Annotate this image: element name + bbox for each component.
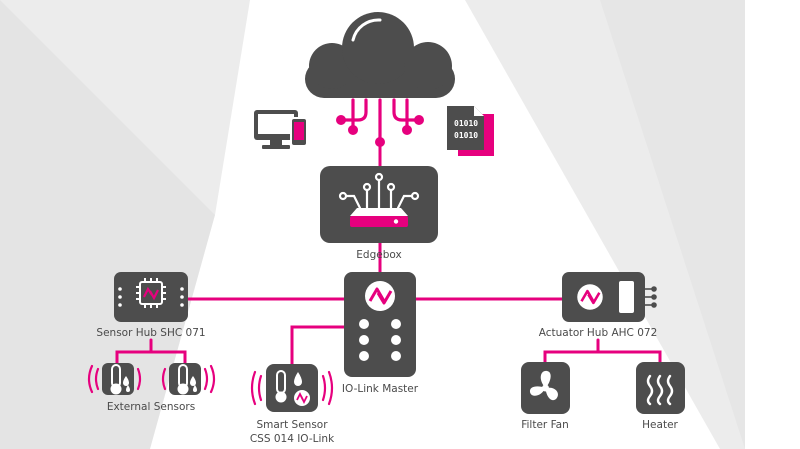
external-sensor-2[interactable] [169,363,201,396]
sensor-hub-node[interactable] [114,272,188,322]
smart-sensor-node[interactable] [266,364,318,412]
signal-waves-icon [250,370,334,406]
heater-label: Heater [642,419,678,431]
cloud-connector-dots [336,115,424,147]
port-dots [359,319,401,361]
signal-waves-icon [87,364,216,394]
actuator-hub-node[interactable] [562,272,645,322]
router-network-icon [338,172,420,210]
file-bits-line-1: 01010 [454,119,478,128]
fan-icon [529,370,558,401]
thermometer-droplet-icon [275,370,302,403]
io-link-icon [294,390,310,406]
file-bits-line-2: 01010 [454,131,478,140]
side-connector-dots [118,287,184,307]
external-sensor-1[interactable] [102,363,134,396]
filter-fan-label: Filter Fan [521,419,569,431]
actuator-connector-icon [645,286,657,308]
external-sensors-label: External Sensors [107,401,195,413]
io-link-icon [575,282,605,312]
edgebox-node[interactable] [320,166,438,243]
iolink-master-node[interactable] [344,272,416,377]
filter-fan-node[interactable] [521,362,570,414]
io-link-icon [363,279,397,313]
cloud-connector-icon [342,98,418,142]
smart-sensor-label-line2: CSS 014 IO-Link [250,433,335,445]
heater-node[interactable] [636,362,685,414]
heat-waves-icon [646,374,674,406]
computer-phone-icon [254,110,308,149]
sensor-hub-label: Sensor Hub SHC 071 [96,327,205,339]
edgebox-label: Edgebox [356,249,401,261]
binary-file-icon: 01010 01010 [447,106,494,156]
chip-icon [136,278,166,308]
iolink-master-label: IO-Link Master [342,383,419,395]
actuator-slot [619,281,634,313]
cloud-icon [305,12,455,98]
connection-lines [115,113,662,366]
actuator-hub-label: Actuator Hub AHC 072 [539,327,658,339]
smart-sensor-label-line1: Smart Sensor [256,419,328,431]
